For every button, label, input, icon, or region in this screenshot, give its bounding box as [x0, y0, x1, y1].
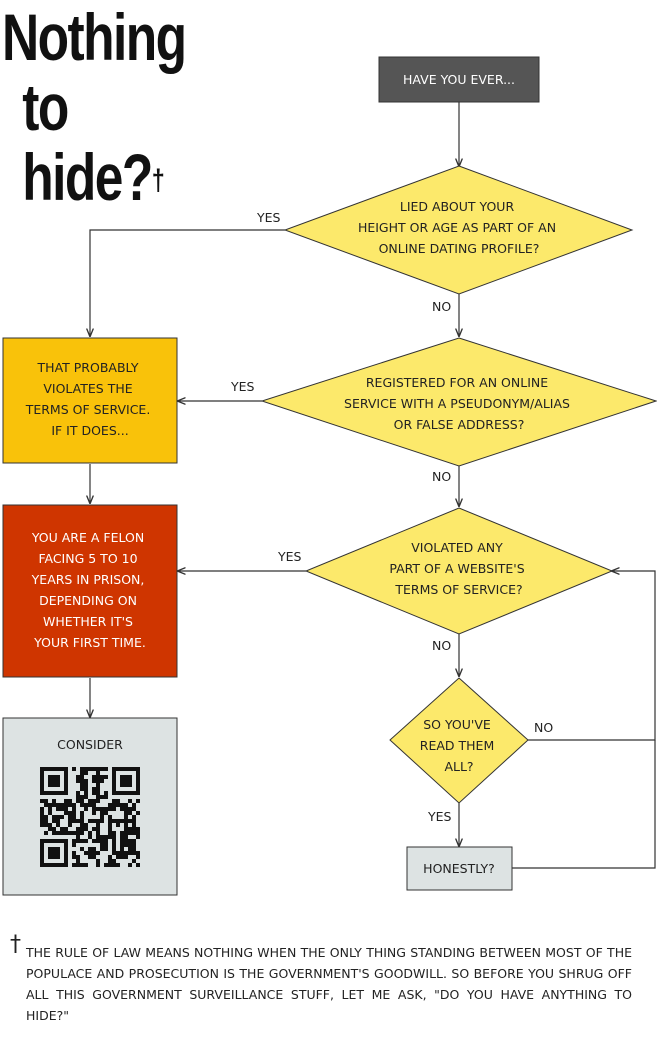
label-q4-no: NO: [534, 720, 553, 735]
label-q4-yes: YES: [427, 809, 452, 824]
connectors: [90, 102, 656, 869]
tos-line-1: THAT PROBABLY: [37, 360, 139, 375]
honestly-box: [406, 846, 513, 891]
label-q2-no: NO: [432, 469, 451, 484]
q4-line-2: READ THEM: [420, 738, 494, 753]
q4-line-1: SO YOU'VE: [423, 717, 491, 732]
felon-line-6: YOUR FIRST TIME.: [33, 635, 146, 650]
felon-box: [2, 504, 178, 678]
q4-text: SO YOU'VE READ THEM ALL?: [420, 717, 498, 774]
tos-text: THAT PROBABLY VIOLATES THE TERMS OF SERV…: [25, 360, 155, 438]
start-box: [378, 56, 540, 103]
felon-text: YOU ARE A FELON FACING 5 TO 10 YEARS IN …: [31, 530, 149, 650]
felon-line-2: FACING 5 TO 10: [38, 551, 137, 566]
tos-line-2: VIOLATES THE: [43, 381, 132, 396]
felon-line-5: WHETHER IT'S: [43, 614, 133, 629]
title-line-2: to hide?†: [2, 72, 189, 212]
page-title: Nothing to hide?†: [2, 2, 189, 212]
footnote: † THE RULE OF LAW MEANS NOTHING WHEN THE…: [10, 934, 632, 1026]
honestly-text: HONESTLY?: [423, 861, 495, 876]
q1-line-3: ONLINE DATING PROFILE?: [379, 241, 540, 256]
title-dagger: †: [151, 164, 165, 197]
felon-line-3: YEARS IN PRISON,: [31, 572, 145, 587]
q3-line-1: VIOLATED ANY: [411, 540, 503, 555]
label-q1-no: NO: [432, 299, 451, 314]
q2-line-1: REGISTERED FOR AN ONLINE: [366, 375, 548, 390]
edge-honestly-loop: [512, 740, 656, 869]
label-q3-yes: YES: [277, 549, 302, 564]
q2-text: REGISTERED FOR AN ONLINE SERVICE WITH A …: [344, 375, 574, 432]
q4-line-3: ALL?: [444, 759, 473, 774]
tos-box: [2, 337, 178, 464]
diamond-q2: [260, 337, 657, 467]
q1-line-1: LIED ABOUT YOUR: [400, 199, 515, 214]
label-q2-yes: YES: [230, 379, 255, 394]
title-line-2-text: to hide?: [22, 70, 153, 214]
qr-code-icon: [40, 767, 140, 867]
q1-text: LIED ABOUT YOUR HEIGHT OR AGE AS PART OF…: [358, 199, 560, 256]
diamond-q4: [389, 677, 529, 804]
title-line-1: Nothing: [2, 0, 187, 74]
q2-line-2: SERVICE WITH A PSEUDONYM/ALIAS: [344, 396, 570, 411]
label-q1-yes: YES: [256, 210, 281, 225]
start-text: HAVE YOU EVER...: [403, 72, 515, 87]
edge-q4-no: [528, 571, 656, 741]
felon-line-1: YOU ARE A FELON: [31, 530, 144, 545]
footnote-dagger: †: [10, 932, 21, 957]
edge-labels: YES NO YES NO YES NO NO YES: [230, 210, 553, 824]
q2-line-3: OR FALSE ADDRESS?: [394, 417, 525, 432]
felon-line-4: DEPENDING ON: [39, 593, 137, 608]
footnote-text: THE RULE OF LAW MEANS NOTHING WHEN THE O…: [26, 945, 632, 1023]
consider-text: CONSIDER: [57, 737, 123, 752]
q3-text: VIOLATED ANY PART OF A WEBSITE'S TERMS O…: [389, 540, 528, 597]
q3-line-3: TERMS OF SERVICE?: [394, 582, 522, 597]
edge-q1-yes: [90, 229, 285, 336]
label-q3-no: NO: [432, 638, 451, 653]
diamond-q1: [283, 165, 634, 295]
q3-line-2: PART OF A WEBSITE'S: [389, 561, 524, 576]
tos-line-3: TERMS OF SERVICE.: [25, 402, 151, 417]
q1-line-2: HEIGHT OR AGE AS PART OF AN: [358, 220, 556, 235]
diamond-q3: [304, 507, 614, 635]
tos-line-4: IF IT DOES...: [51, 423, 128, 438]
